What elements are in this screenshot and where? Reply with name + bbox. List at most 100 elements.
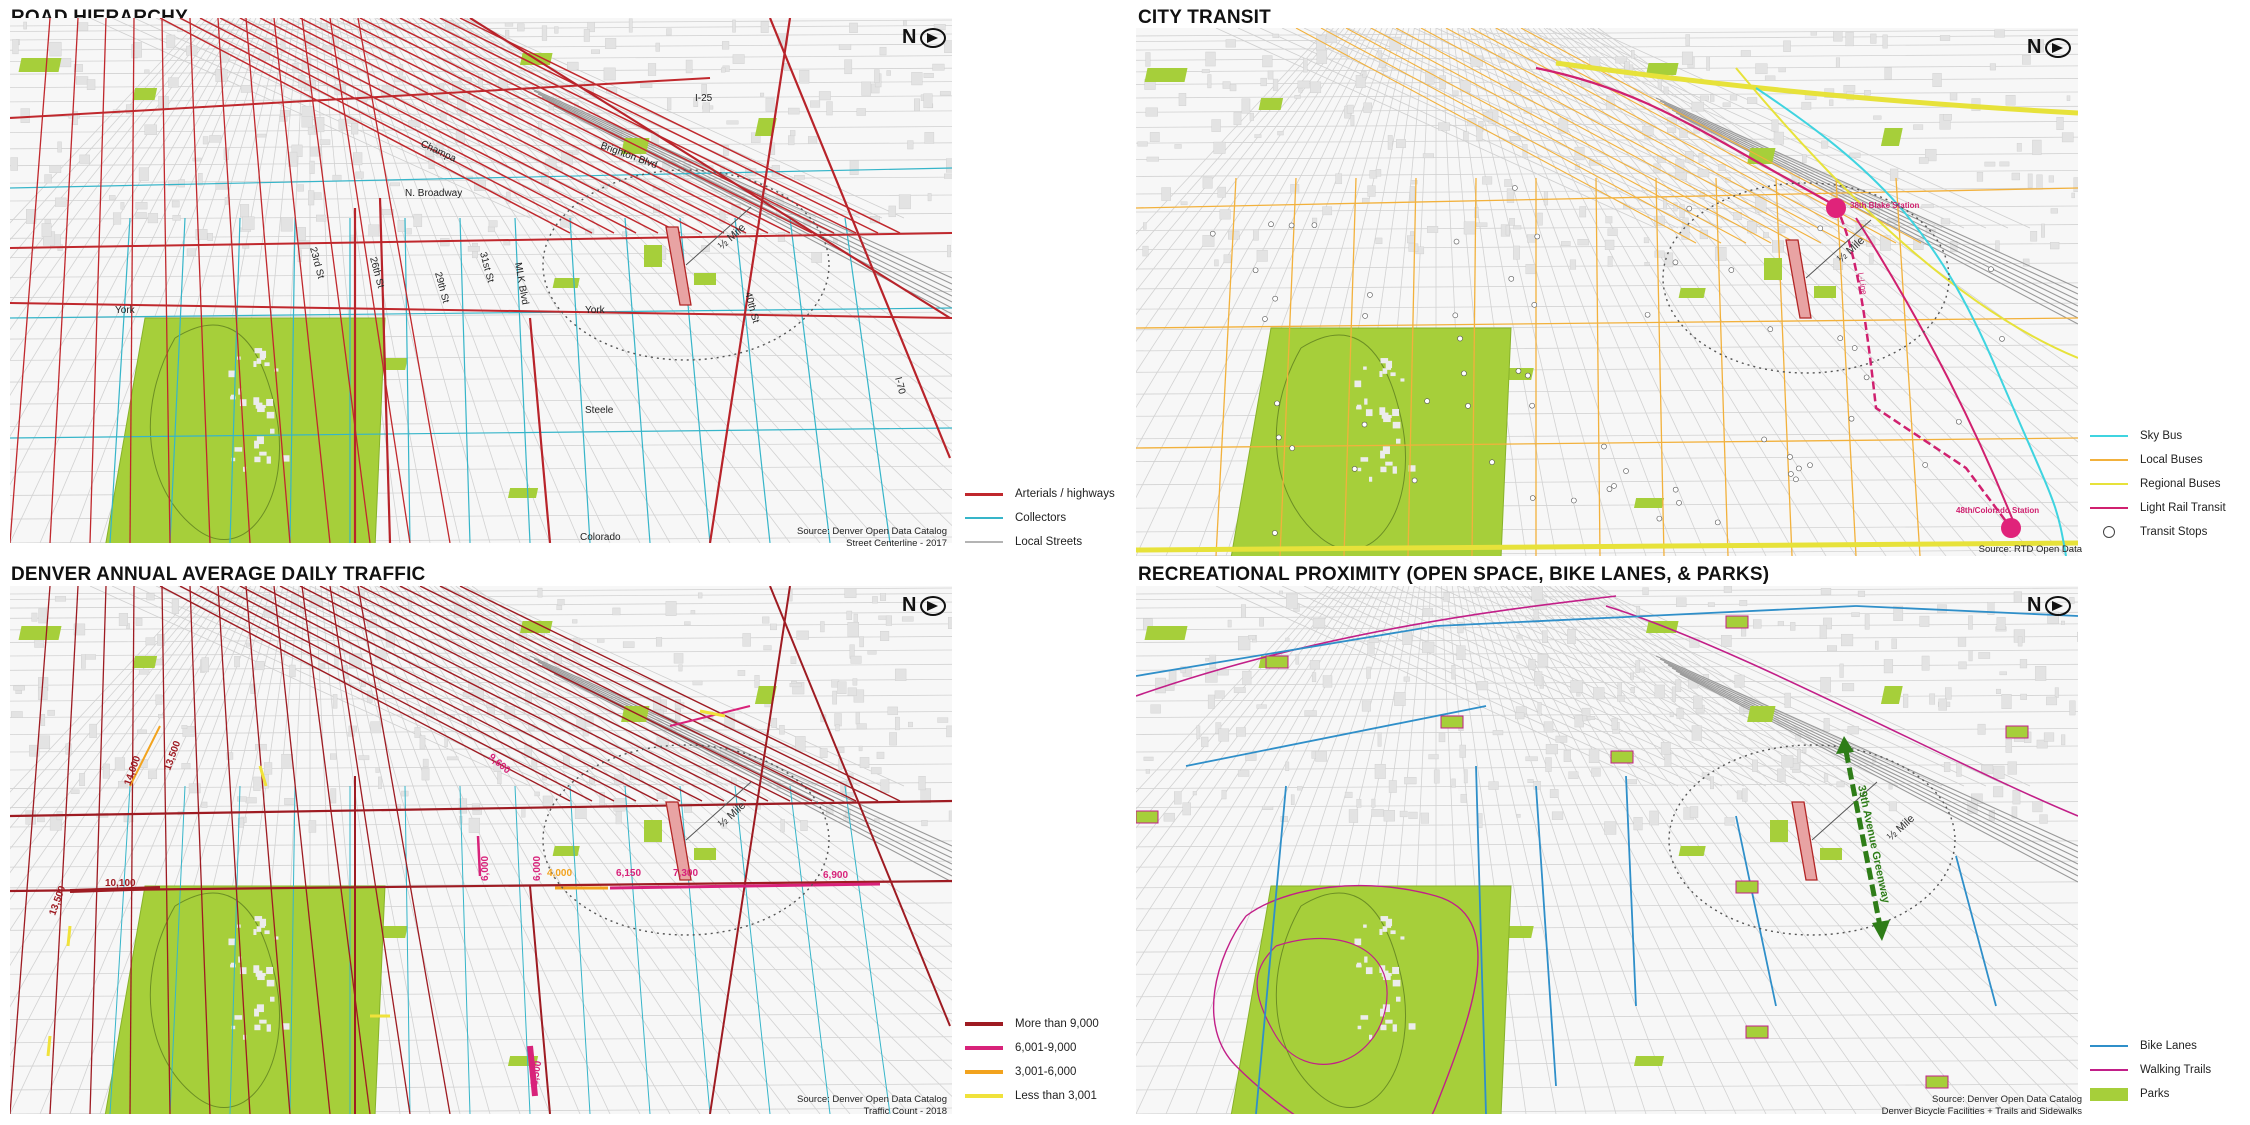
building bbox=[1174, 791, 1182, 805]
local-street bbox=[10, 18, 235, 361]
local-bus-route bbox=[1343, 177, 1357, 556]
building bbox=[760, 92, 765, 97]
rail-line bbox=[1675, 670, 2078, 877]
building bbox=[352, 152, 363, 166]
legend-sky-bus: Sky Bus bbox=[2090, 424, 2226, 448]
local-street bbox=[1165, 586, 1388, 1114]
park-building bbox=[1392, 421, 1401, 429]
local-street bbox=[1136, 28, 1340, 271]
building bbox=[762, 616, 770, 624]
local-street bbox=[1325, 28, 1767, 229]
building bbox=[876, 751, 885, 759]
building bbox=[587, 21, 595, 33]
north-arrow: N bbox=[902, 594, 947, 617]
building bbox=[880, 779, 890, 793]
building bbox=[1356, 798, 1362, 808]
local-street bbox=[1559, 586, 2078, 1070]
building bbox=[1593, 687, 1605, 700]
building bbox=[874, 69, 880, 83]
local-street bbox=[221, 586, 663, 787]
park-building bbox=[1383, 973, 1391, 981]
rail-line bbox=[541, 96, 952, 297]
street-label: Steele bbox=[585, 405, 614, 416]
park-building bbox=[257, 405, 265, 413]
building bbox=[1525, 756, 1538, 762]
building bbox=[1207, 74, 1212, 89]
local-street bbox=[1136, 586, 1356, 901]
arterial-road bbox=[279, 18, 703, 234]
local-street bbox=[369, 586, 641, 1114]
local-street bbox=[1391, 586, 1833, 787]
building bbox=[1383, 810, 1395, 822]
local-street bbox=[352, 586, 551, 1114]
building bbox=[1506, 188, 1515, 204]
building bbox=[2035, 666, 2047, 681]
building bbox=[1810, 31, 1817, 36]
building bbox=[1855, 220, 1866, 236]
building bbox=[771, 717, 778, 728]
building bbox=[1843, 85, 1856, 93]
legend-label: Local Streets bbox=[1015, 536, 1083, 548]
arterial-road bbox=[319, 18, 747, 234]
building bbox=[26, 209, 37, 224]
building bbox=[1537, 212, 1543, 226]
park-building bbox=[270, 996, 275, 1002]
legend-swatch bbox=[965, 1094, 1003, 1098]
building bbox=[1921, 655, 1930, 671]
city-park bbox=[1230, 327, 1512, 556]
building bbox=[1674, 172, 1687, 180]
building bbox=[1201, 69, 1210, 74]
traffic-segment bbox=[46, 1035, 52, 1057]
building bbox=[1617, 682, 1622, 696]
building bbox=[1221, 789, 1227, 800]
local-street bbox=[1538, 28, 2007, 556]
building bbox=[1504, 179, 1513, 187]
local-street bbox=[1136, 840, 2078, 848]
building bbox=[731, 777, 737, 786]
building bbox=[946, 725, 952, 738]
traffic-legend: More than 9,000 6,001-9,000 3,001-6,000 … bbox=[965, 1012, 1099, 1108]
building bbox=[458, 798, 468, 814]
local-street bbox=[1136, 28, 1345, 292]
arterial-road bbox=[357, 18, 451, 543]
building bbox=[188, 783, 201, 794]
building bbox=[1261, 805, 1274, 810]
legend-bike-lanes: Bike Lanes bbox=[2090, 1034, 2211, 1058]
building bbox=[288, 151, 298, 167]
collector-road bbox=[10, 427, 952, 439]
legend-label: Transit Stops bbox=[2140, 526, 2208, 538]
local-street bbox=[10, 601, 952, 609]
rail-line bbox=[1663, 661, 2078, 859]
building bbox=[820, 621, 825, 633]
building bbox=[1346, 104, 1354, 114]
transit-stop bbox=[1525, 372, 1531, 379]
building bbox=[1777, 768, 1786, 782]
building bbox=[583, 29, 590, 42]
building bbox=[13, 685, 25, 691]
building bbox=[428, 155, 435, 169]
panel-title: RECREATIONAL PROXIMITY (OPEN SPACE, BIKE… bbox=[1138, 564, 1770, 585]
building bbox=[381, 85, 394, 99]
building bbox=[84, 654, 96, 660]
building bbox=[1145, 52, 1151, 67]
park-patch bbox=[1745, 1025, 1769, 1039]
legend-label: Collectors bbox=[1015, 512, 1067, 524]
building bbox=[567, 61, 579, 70]
park-building bbox=[1380, 916, 1389, 922]
building bbox=[355, 171, 364, 179]
local-street bbox=[1136, 35, 2078, 42]
building bbox=[701, 84, 707, 96]
building bbox=[1509, 80, 1522, 91]
building bbox=[504, 705, 516, 720]
radius-line bbox=[685, 206, 752, 266]
building bbox=[201, 657, 209, 673]
traffic-segment bbox=[66, 925, 72, 947]
building bbox=[2066, 95, 2071, 101]
building bbox=[1663, 86, 1669, 94]
building bbox=[256, 133, 267, 138]
building bbox=[678, 664, 683, 672]
park-building bbox=[254, 1008, 259, 1017]
small-park bbox=[1678, 846, 1706, 856]
building bbox=[245, 797, 257, 804]
